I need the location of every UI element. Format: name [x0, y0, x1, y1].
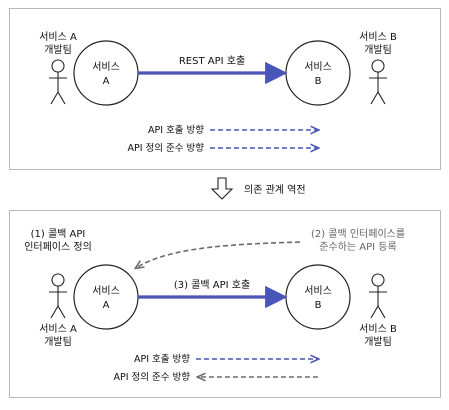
- bottom-left-team-label: 서비스 A: [39, 323, 77, 335]
- top-service-b-node: [285, 40, 351, 106]
- bottom-note-right: (2) 콜백 인터페이스를: [311, 228, 405, 240]
- inversion-label: 의존 관계 역전: [244, 184, 306, 196]
- top-panel: 서비스 A 개발팀 서비스 B 개발팀 서비스 A 서비스 B REST API…: [9, 8, 441, 170]
- bottom-panel: (1) 콜백 API 인터페이스 정의 (2) 콜백 인터페이스를 준수하는 A…: [9, 210, 441, 398]
- bottom-note-left: 인터페이스 정의: [24, 241, 92, 253]
- top-service-b-label: B: [315, 76, 322, 87]
- bottom-note-left: (1) 콜백 API: [31, 228, 86, 240]
- bottom-service-b-label: B: [315, 300, 322, 311]
- down-arrow-icon: [210, 177, 234, 200]
- top-right-team-label: 개발팀: [364, 44, 392, 56]
- top-legend-definition-label: API 정의 준수 방향: [127, 142, 204, 154]
- bottom-legend-call-label: API 호출 방향: [134, 353, 190, 365]
- bottom-left-team-label: 개발팀: [44, 336, 72, 348]
- bottom-note-right: 준수하는 API 등록: [319, 240, 396, 253]
- bottom-right-team-label: 개발팀: [364, 336, 392, 348]
- bottom-service-b-label: 서비스: [304, 285, 332, 297]
- top-service-b-label: 서비스: [304, 61, 332, 73]
- bottom-right-team-label: 서비스 B: [359, 323, 397, 335]
- bottom-service-a-label: 서비스: [92, 285, 120, 297]
- top-left-team-label: 서비스 A: [39, 31, 77, 43]
- bottom-service-b-node: [285, 264, 351, 330]
- top-right-team-label: 서비스 B: [359, 31, 397, 43]
- bottom-callback-call-label: (3) 콜백 API 호출: [174, 279, 250, 291]
- bottom-service-a-node: [73, 264, 139, 330]
- top-rest-call-label: REST API 호출: [179, 55, 245, 67]
- bottom-legend-definition-label: API 정의 준수 방향: [113, 371, 190, 383]
- top-service-a-node: [73, 40, 139, 106]
- bottom-service-a-label: A: [103, 300, 110, 311]
- top-left-team-label: 개발팀: [44, 44, 72, 56]
- bottom-registration-curve-arrow: [136, 241, 301, 268]
- top-service-a-label: 서비스: [92, 61, 120, 73]
- top-legend-call-label: API 호출 방향: [148, 124, 204, 136]
- top-service-a-label: A: [103, 76, 110, 87]
- inversion-transition: 의존 관계 역전: [210, 177, 306, 200]
